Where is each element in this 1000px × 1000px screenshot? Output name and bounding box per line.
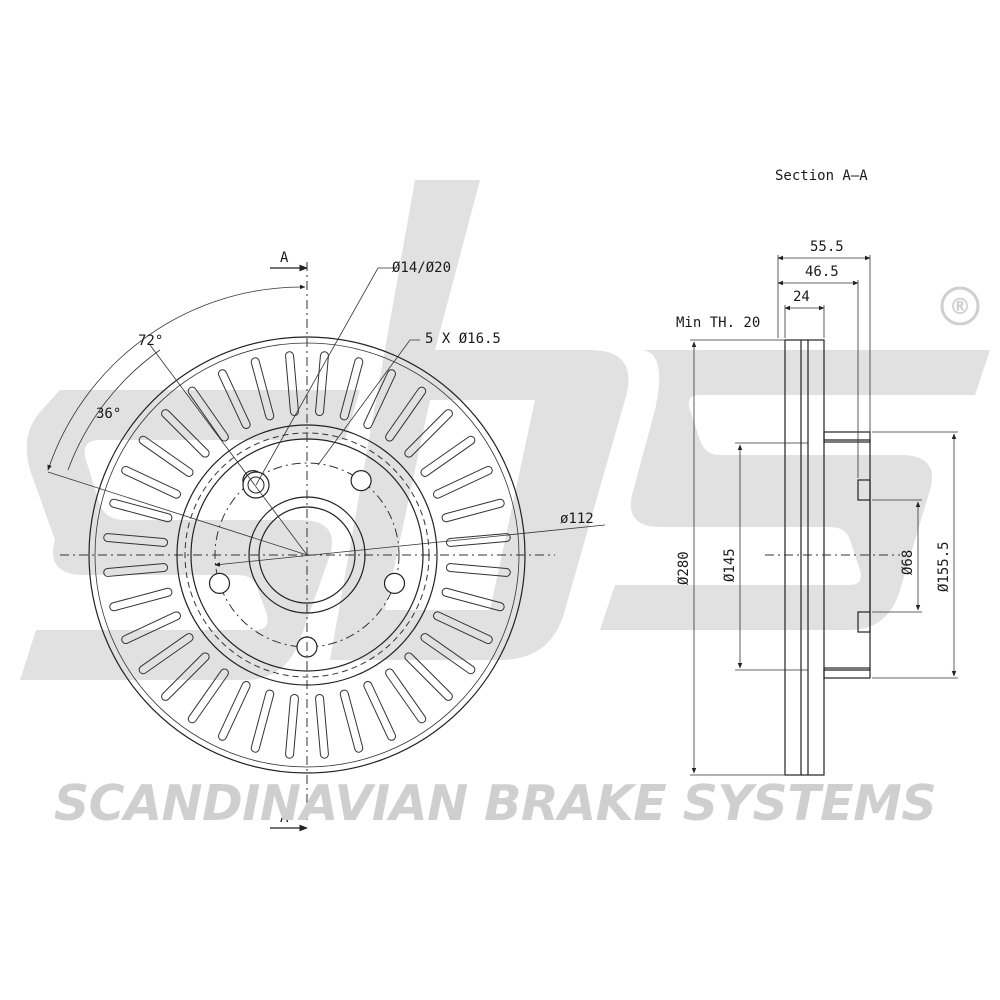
vent-slot bbox=[441, 498, 505, 523]
bolt-callout-label: 5 X Ø16.5 bbox=[425, 331, 501, 347]
angle-ray-36 bbox=[47, 471, 308, 556]
disc-outer-plate bbox=[784, 339, 802, 776]
registered-mark-text: ® bbox=[949, 295, 971, 320]
vent-slot bbox=[217, 681, 251, 741]
registered-mark: ® bbox=[940, 286, 980, 326]
vent-slot bbox=[138, 435, 194, 477]
hat-bottom-wall bbox=[823, 667, 871, 679]
vent-slot bbox=[404, 409, 453, 458]
leader-bolt-callout bbox=[317, 339, 420, 466]
angle-72-label: 72° bbox=[138, 333, 163, 349]
dia-hat-label: Ø145 bbox=[722, 548, 738, 582]
hat-flange-bottom bbox=[857, 611, 871, 633]
bolt-hole bbox=[208, 572, 231, 595]
dia-bell-label: Ø155.5 bbox=[936, 541, 952, 592]
vent-slot bbox=[103, 563, 169, 577]
hat-flange-top bbox=[857, 479, 871, 501]
vent-slot bbox=[445, 563, 511, 577]
vent-slot bbox=[433, 465, 493, 499]
leader-hole-callout bbox=[255, 267, 398, 486]
pcd-label: ø112 bbox=[560, 511, 594, 527]
front-view: A A 72° 36° Ø14/Ø20 5 X Ø16.5 ø112 bbox=[47, 250, 606, 832]
sbs-logo-watermark bbox=[20, 180, 990, 680]
angle-36-label: 36° bbox=[96, 406, 121, 422]
width-mid-label: 46.5 bbox=[805, 264, 839, 280]
vent-slot bbox=[441, 587, 505, 612]
vent-slot bbox=[285, 693, 299, 759]
vent-slot bbox=[315, 693, 329, 759]
dia-outer-label: Ø280 bbox=[676, 551, 692, 585]
vent-slot bbox=[363, 369, 397, 429]
section-mark-bottom: A bbox=[280, 810, 289, 826]
vent-slot bbox=[420, 435, 476, 477]
angle-arc-72 bbox=[47, 284, 306, 471]
angle-ray-72 bbox=[149, 344, 308, 556]
vent-slot bbox=[385, 668, 427, 724]
section-view: Section A–A 55.5 46.5 24 Min TH. 20 Ø280 bbox=[676, 168, 958, 776]
vent-slot bbox=[363, 681, 397, 741]
width-disc-label: 24 bbox=[793, 289, 810, 305]
dia-centre-label: Ø68 bbox=[900, 550, 916, 575]
vent-slot bbox=[339, 357, 364, 421]
vent-slot bbox=[121, 465, 181, 499]
brand-tagline: SCANDINAVIAN BRAKE SYSTEMS bbox=[54, 775, 936, 832]
locating-hole bbox=[247, 476, 265, 494]
vent-slot bbox=[109, 587, 173, 612]
vent-slot bbox=[187, 668, 229, 724]
vent-slot bbox=[339, 689, 364, 753]
vent-slot bbox=[433, 611, 493, 645]
hole-callout-label: Ø14/Ø20 bbox=[392, 260, 451, 276]
vent-slot bbox=[315, 351, 329, 417]
vent-slot bbox=[445, 533, 511, 547]
min-thickness-label: Min TH. 20 bbox=[676, 315, 760, 331]
section-title: Section A–A bbox=[775, 168, 868, 184]
bolt-hole bbox=[350, 470, 372, 492]
vent-slot bbox=[250, 689, 275, 753]
vent-slot bbox=[161, 652, 210, 701]
vent-slot bbox=[385, 386, 427, 442]
vent-slot bbox=[420, 633, 476, 675]
width-total-label: 55.5 bbox=[810, 239, 844, 255]
vent-slot bbox=[103, 533, 169, 547]
angle-arc-36 bbox=[67, 349, 161, 471]
leader-pcd bbox=[214, 524, 606, 567]
bolt-hole bbox=[383, 572, 406, 595]
disc-inner-plate bbox=[807, 339, 825, 776]
vent-slot bbox=[404, 652, 453, 701]
section-mark-top: A bbox=[280, 250, 289, 266]
vent-slot bbox=[121, 611, 181, 645]
vent-slot bbox=[138, 633, 194, 675]
vent-slot bbox=[109, 498, 173, 523]
